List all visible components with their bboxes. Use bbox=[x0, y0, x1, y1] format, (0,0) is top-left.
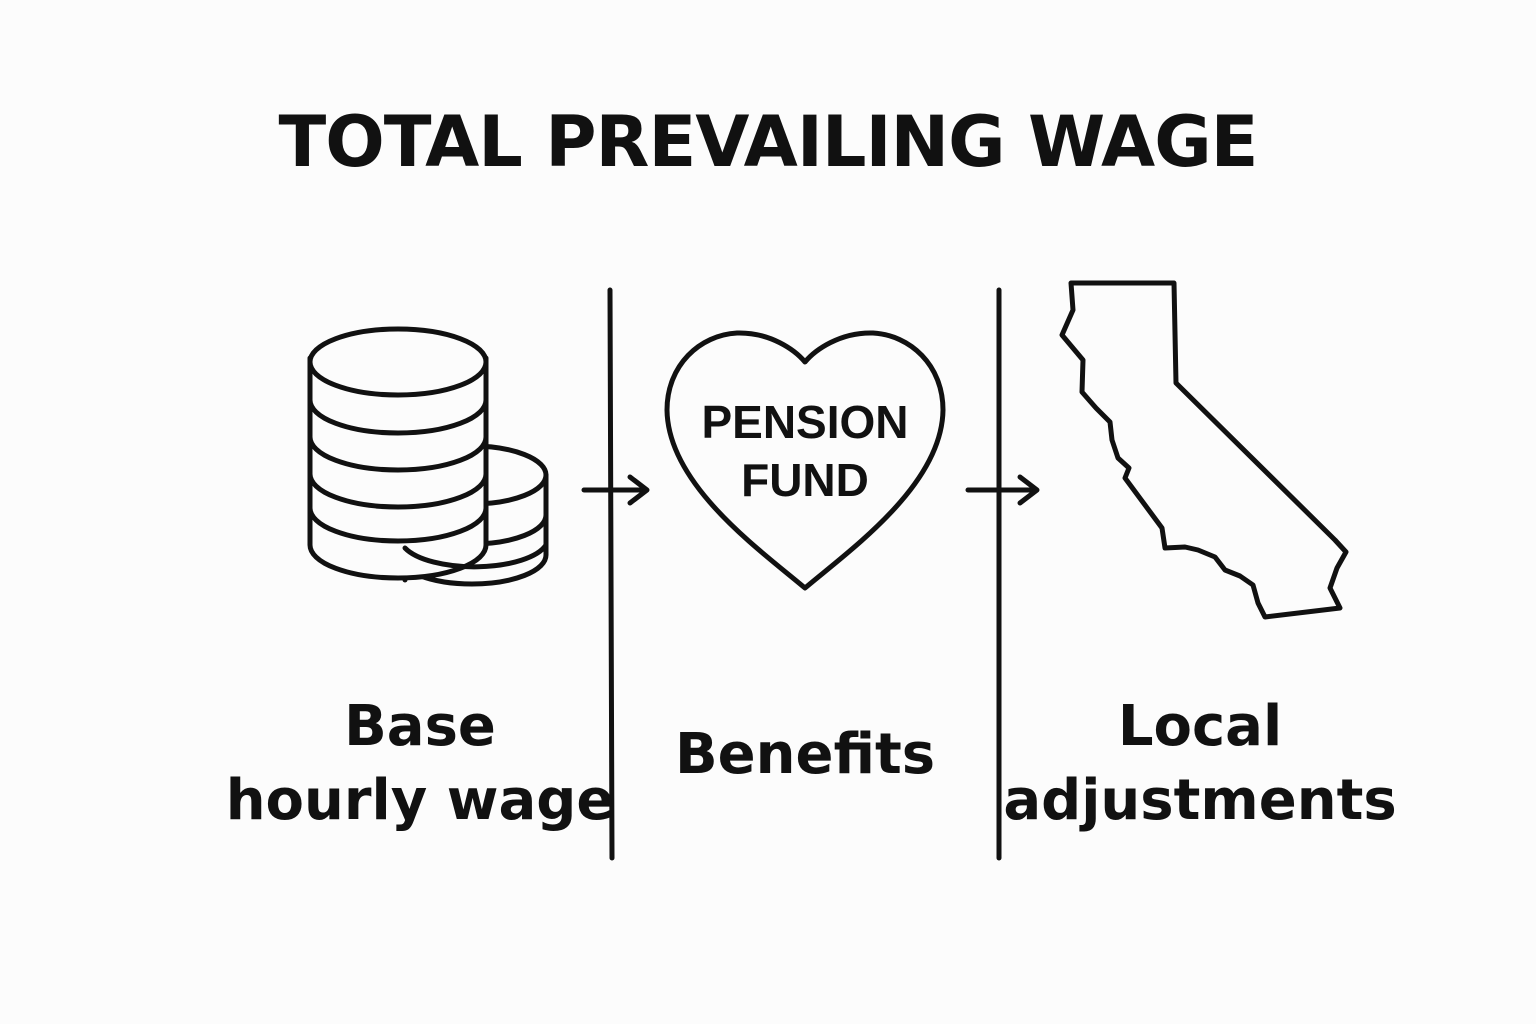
base-wage-label: Base hourly wage bbox=[200, 690, 640, 838]
heart-text-line: PENSION bbox=[701, 396, 909, 448]
california-map-icon bbox=[1059, 280, 1349, 620]
label-line: hourly wage bbox=[225, 768, 615, 833]
benefits-label: Benefits bbox=[640, 718, 970, 792]
arrow-icon bbox=[965, 474, 1040, 506]
label-line: Base bbox=[344, 694, 496, 759]
diagram-title: TOTAL PREVAILING WAGE bbox=[278, 101, 1259, 183]
heart-text: PENSION FUND bbox=[655, 393, 955, 509]
arrow-icon bbox=[581, 474, 650, 506]
label-line: Local bbox=[1117, 694, 1283, 759]
label-line: Benefits bbox=[674, 722, 936, 787]
label-line: adjustments bbox=[1003, 768, 1397, 833]
divider-line bbox=[607, 287, 615, 861]
local-adjustments-label: Local adjustments bbox=[1000, 690, 1400, 838]
heart-icon bbox=[664, 330, 946, 591]
coin-stack-icon bbox=[307, 326, 549, 587]
heart-text-line: FUND bbox=[741, 454, 869, 506]
